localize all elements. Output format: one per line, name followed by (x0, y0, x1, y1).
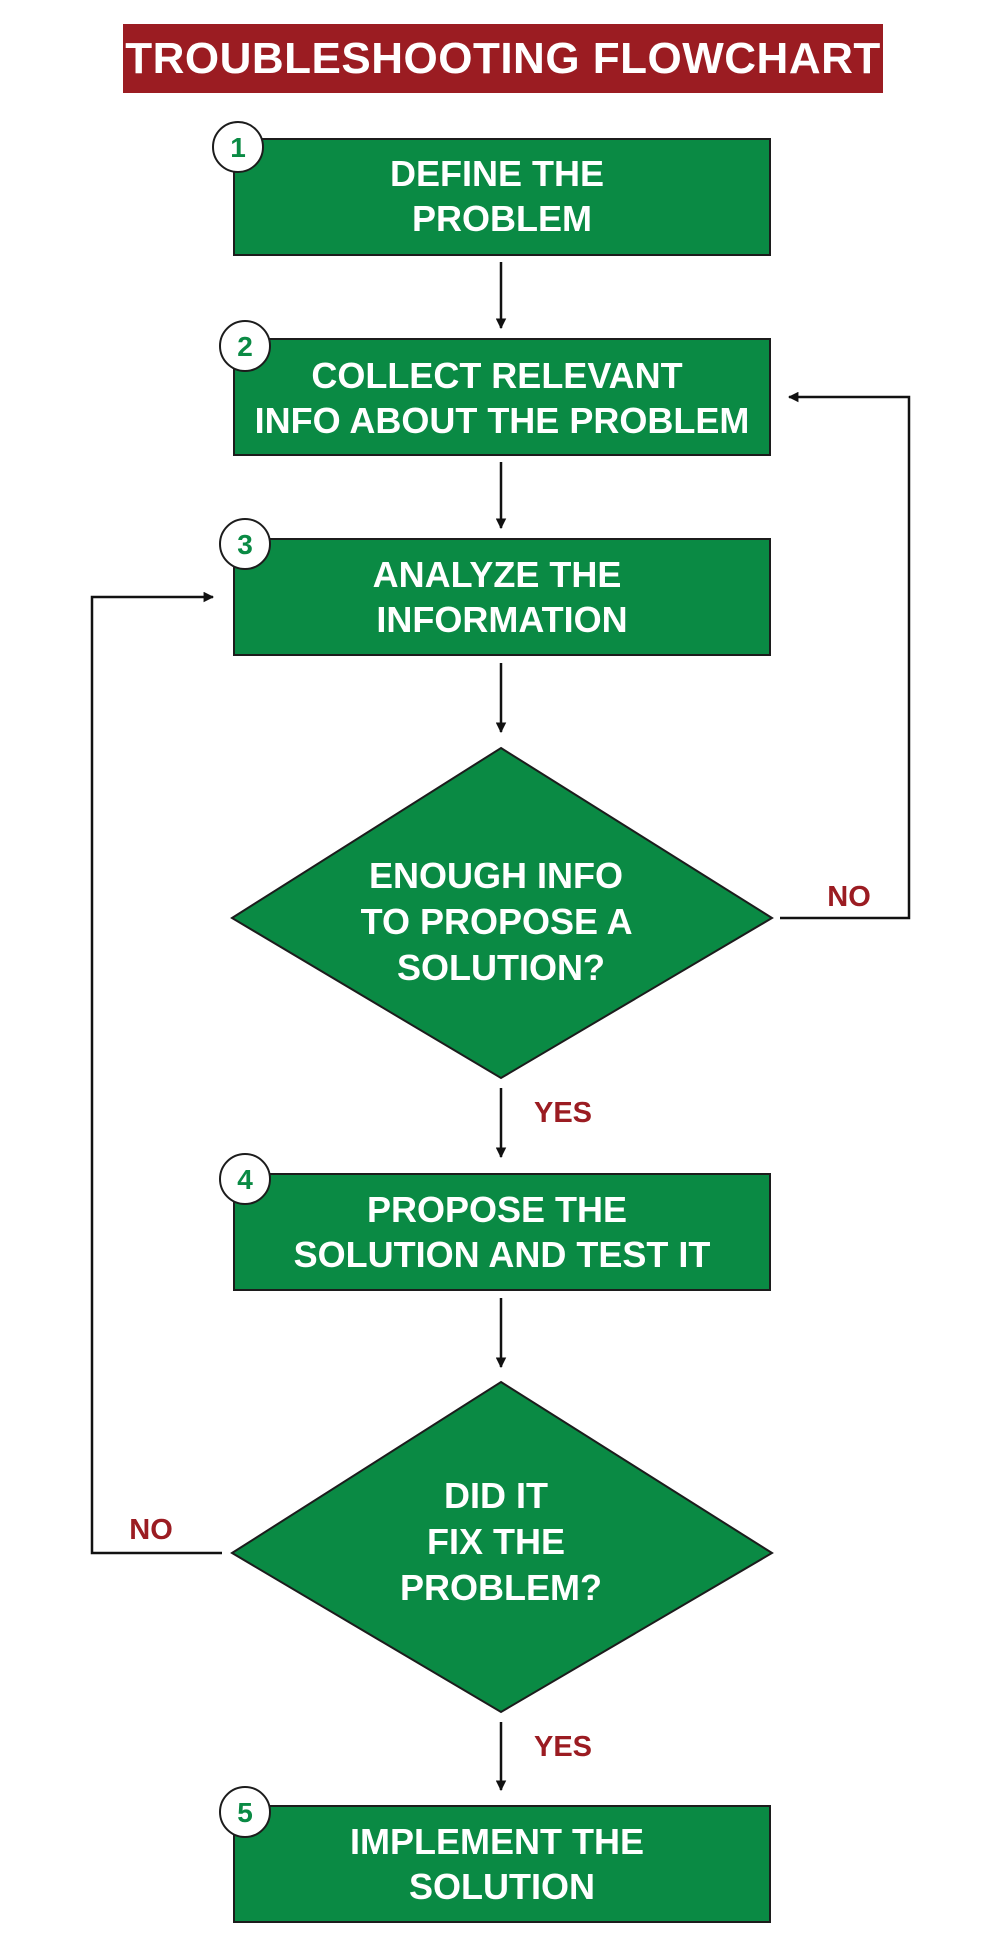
step-2-box (233, 338, 771, 456)
step-3-box (233, 538, 771, 656)
decision-1-node: ENOUGH INFO TO PROPOSE A SOLUTION? (230, 746, 774, 1080)
decision1-yes-label: YES (534, 1097, 592, 1129)
svg-text:DID IT FIX THE PRO: DID IT FIX THE PROBLEM? (400, 1475, 602, 1608)
step-1-number: 1 (230, 132, 246, 163)
step-5-line-1: IMPLEMENT THE (350, 1821, 644, 1862)
decision-1-line-1: ENOUGH INFO (369, 855, 623, 896)
decision-2-line-2: FIX THE (427, 1521, 565, 1562)
step-1-badge (212, 121, 264, 173)
step-3-node: ANALYZE THE INFORMATION 3 (219, 518, 771, 656)
step-1-node: DEFINE THE PROBLEM 1 (212, 121, 771, 256)
step-3-line-1: ANALYZE THE (373, 554, 622, 595)
step-1-box (233, 138, 771, 256)
step-3-badge (219, 518, 271, 570)
step-2-number: 2 (237, 331, 253, 362)
svg-text:COLLECT RELEVANT INFO AB: COLLECT RELEVANT INFO ABOUT THE PROBLEM (255, 355, 750, 441)
step-2-line-2: INFO ABOUT THE PROBLEM (255, 400, 750, 441)
step-4-number: 4 (237, 1164, 253, 1195)
flowchart-title: TROUBLESHOOTING FLOWCHART (125, 33, 881, 83)
step-1-line-1: DEFINE THE (390, 153, 604, 194)
decision2-no-label: NO (129, 1514, 173, 1546)
title-banner: TROUBLESHOOTING FLOWCHART (123, 24, 883, 93)
step-2-line-1: COLLECT RELEVANT (311, 355, 682, 396)
step-3-number: 3 (237, 529, 253, 560)
svg-text:ANALYZE THE INFORMATION: ANALYZE THE INFORMATION (373, 554, 632, 640)
svg-text:PROPOSE THE SOLUTION AND: PROPOSE THE SOLUTION AND TEST IT (294, 1189, 711, 1275)
arrow-decision1-no-to-step2 (780, 391, 911, 920)
decision-1-diamond (230, 746, 774, 1080)
svg-text:ENOUGH INFO TO PROPOSE A: ENOUGH INFO TO PROPOSE A SOLUTION? (361, 855, 642, 988)
step-4-line-1: PROPOSE THE (367, 1189, 627, 1230)
step-4-badge (219, 1153, 271, 1205)
decision-1-line-3: SOLUTION? (397, 947, 605, 988)
decision-1-line-2: TO PROPOSE A (361, 901, 633, 942)
step-1-line-2: PROBLEM (412, 198, 592, 239)
step-2-node: COLLECT RELEVANT INFO ABOUT THE PROBLEM … (219, 320, 771, 456)
step-5-box (233, 1805, 771, 1923)
decision-2-node: DID IT FIX THE PROBLEM? (230, 1380, 774, 1714)
step-5-badge (219, 1786, 271, 1838)
arrow-decision2-no-to-step3 (90, 591, 222, 1555)
decision-2-line-3: PROBLEM? (400, 1567, 602, 1608)
step-4-node: PROPOSE THE SOLUTION AND TEST IT 4 (219, 1153, 771, 1291)
svg-text:DEFINE THE PROBLEM: DEFINE THE PROBLEM (390, 153, 614, 239)
step-4-line-2: SOLUTION AND TEST IT (294, 1234, 711, 1275)
decision1-no-label: NO (827, 881, 871, 913)
step-2-badge (219, 320, 271, 372)
step-5-node: IMPLEMENT THE SOLUTION 5 (219, 1786, 771, 1923)
decision2-yes-label: YES (534, 1731, 592, 1763)
step-3-line-2: INFORMATION (376, 599, 627, 640)
decision-2-diamond (230, 1380, 774, 1714)
connectors (90, 262, 911, 1792)
edge-labels: NO YES NO YES (129, 881, 871, 1763)
step-5-number: 5 (237, 1797, 253, 1828)
step-4-box (233, 1173, 771, 1291)
decision-2-line-1: DID IT (444, 1475, 548, 1516)
step-5-line-2: SOLUTION (409, 1866, 595, 1907)
svg-text:IMPLEMENT THE SOLUTION: IMPLEMENT THE SOLUTION (350, 1821, 654, 1907)
